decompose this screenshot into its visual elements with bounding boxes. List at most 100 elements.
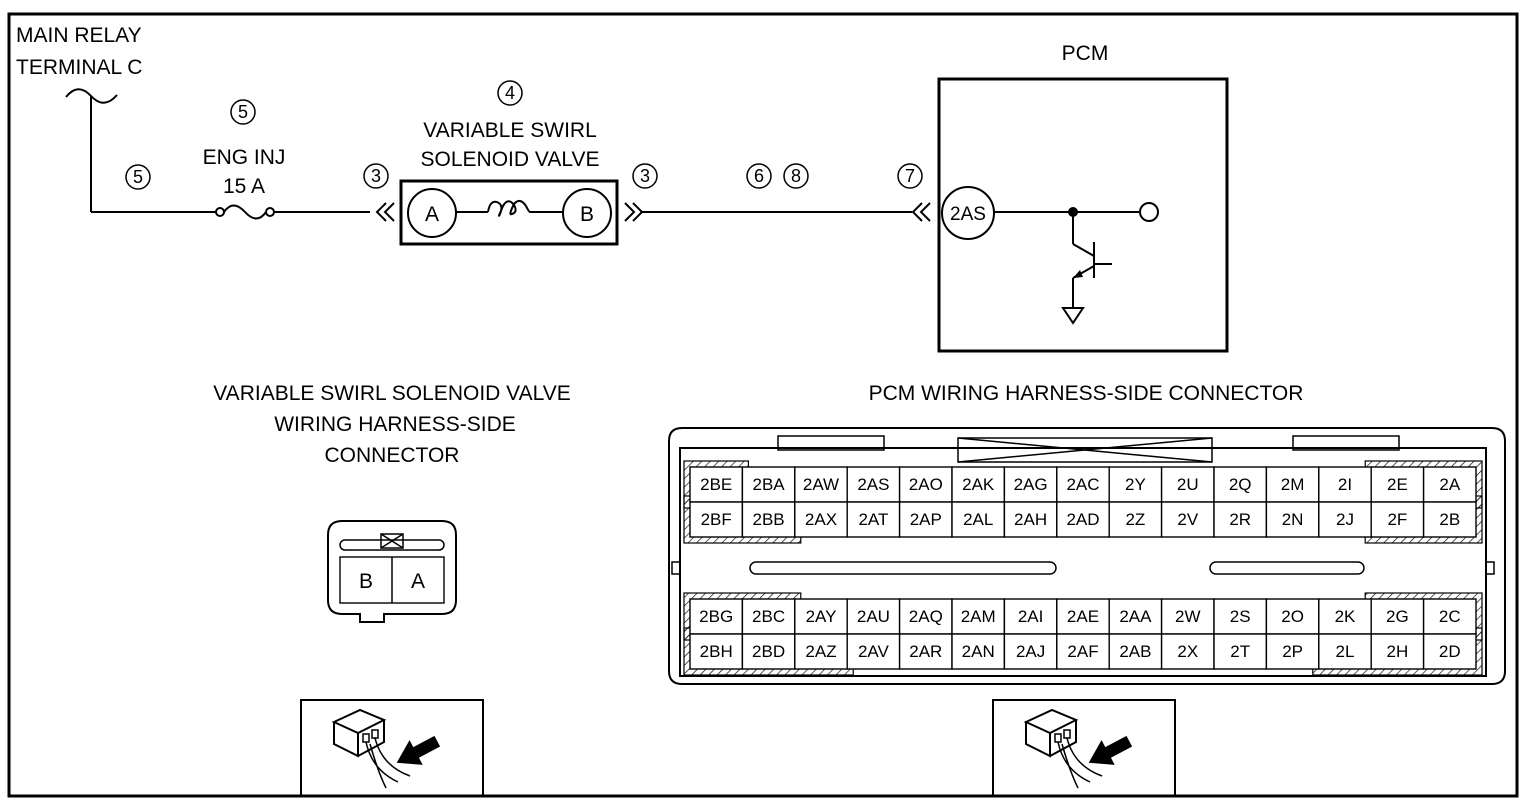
pcm-pin-cell: 2AK — [951, 466, 1006, 503]
pcm-pin-label: 2AA — [1119, 607, 1152, 626]
main-relay-label-line1: MAIN RELAY — [16, 24, 142, 47]
pcm-pin-label: 2K — [1335, 607, 1356, 626]
pcm-pin-cell: 2BA — [741, 466, 796, 503]
callout-8: 8 — [783, 163, 809, 189]
callout-6: 6 — [746, 163, 772, 189]
svg-text:3: 3 — [640, 166, 650, 186]
pcm-pin-cell: 2AL — [951, 501, 1006, 538]
right-connector-title: PCM WIRING HARNESS-SIDE CONNECTOR — [869, 382, 1304, 405]
callout-4: 4 — [497, 80, 523, 106]
pcm-pin-label: 2BD — [752, 642, 785, 661]
pcm-pin-label: 2AT — [858, 510, 888, 529]
pcm-pin-label: 2AG — [1014, 475, 1048, 494]
pcm-pin-cell: 2AM — [951, 598, 1006, 635]
svg-text:3: 3 — [371, 166, 381, 186]
svg-text:5: 5 — [133, 167, 143, 187]
pcm-pin-label: 2BB — [753, 510, 785, 529]
pcm-pin-label: 2AY — [806, 607, 837, 626]
pcm-pin-label: 2AP — [910, 510, 942, 529]
callout-5-fuse: 5 — [230, 99, 256, 125]
pcm-pin-label: 2W — [1175, 607, 1201, 626]
pcm-pin-cell: 2A — [1422, 466, 1477, 503]
pcm-pin-cell: 2AR — [898, 633, 953, 670]
pcm-pin-cell: 2C — [1422, 598, 1477, 635]
connector-chevron-left — [375, 202, 395, 222]
pcm-open-terminal — [1139, 202, 1159, 222]
pcm-pin-label: 2AW — [803, 475, 839, 494]
callout-3-left: 3 — [363, 163, 389, 189]
pcm-pin-label: 2I — [1338, 475, 1352, 494]
connector-chevron-pcm — [911, 202, 931, 222]
pcm-pin-cell: 2AJ — [1003, 633, 1058, 670]
pcm-pin-cell: 2AH — [1003, 501, 1058, 538]
pcm-pin-cell: 2AE — [1056, 598, 1110, 635]
svg-text:4: 4 — [505, 83, 515, 103]
pcm-pin-label: 2AB — [1119, 642, 1151, 661]
pcm-pin-label: 2BF — [701, 510, 732, 529]
pcm-pin-cell: 2AB — [1108, 633, 1163, 670]
pcm-pin-label: 2N — [1282, 510, 1304, 529]
pcm-pin-cell: 2M — [1265, 466, 1320, 503]
pcm-pin-label: 2R — [1229, 510, 1251, 529]
pcm-pin-label: 2AO — [909, 475, 943, 494]
pcm-pin-cell: 2AC — [1056, 466, 1110, 503]
pcm-pin-cell: 2X — [1160, 633, 1215, 670]
pcm-pin-cell: 2BD — [741, 633, 796, 670]
outer-frame — [7, 12, 1519, 798]
pcm-pin-cell: 2V — [1160, 501, 1215, 538]
pcm-pin-label: 2BE — [700, 475, 732, 494]
pcm-pin-cell: 2AD — [1056, 501, 1110, 538]
pcm-pin-label: 2F — [1387, 510, 1407, 529]
main-relay-label-line2: TERMINAL C — [16, 56, 142, 79]
pcm-pin-label: 2B — [1439, 510, 1460, 529]
pcm-pin-cell: 2AX — [794, 501, 848, 538]
pcm-pin-cell: 2AW — [794, 466, 848, 503]
pcm-pin-cell: 2P — [1265, 633, 1320, 670]
fuse-label-line1: ENG INJ — [203, 146, 286, 169]
pcm-pin-cell: 2E — [1370, 466, 1425, 503]
pcm-pin-label: 2Q — [1229, 475, 1252, 494]
pcm-pin-cell: 2BE — [689, 466, 744, 503]
svg-text:A: A — [425, 203, 439, 226]
pcm-pin-cell: 2BB — [741, 501, 796, 538]
pcm-pin-label: 2AQ — [909, 607, 943, 626]
pcm-pin-cell: 2Q — [1213, 466, 1268, 503]
connector-view-icon-left — [300, 699, 484, 797]
valve-label-line2: SOLENOID VALVE — [421, 148, 600, 171]
pcm-pin-cell: 2G — [1370, 598, 1425, 635]
pcm-pin-label: 2D — [1439, 642, 1461, 661]
pcm-pin-label: 2A — [1439, 475, 1460, 494]
pcm-pin-label: 2P — [1282, 642, 1303, 661]
pcm-pin-cell: 2BC — [741, 598, 796, 635]
pcm-pin-cell: 2W — [1160, 598, 1215, 635]
pcm-pin-cell: 2H — [1370, 633, 1425, 670]
left-connector-title-line1: VARIABLE SWIRL SOLENOID VALVE — [213, 382, 571, 405]
pcm-pin-label: 2X — [1177, 642, 1198, 661]
pcm-pin-cell: 2N — [1265, 501, 1320, 538]
valve-conn-pin-b: B — [359, 570, 373, 593]
pcm-pin-cell: 2AV — [846, 633, 901, 670]
pcm-pin-label: 2M — [1281, 475, 1305, 494]
pcm-pin-label: 2U — [1177, 475, 1199, 494]
pcm-pin-cell: 2D — [1422, 633, 1477, 670]
valve-conn-pin-a: A — [411, 570, 425, 593]
pcm-pin-cell: 2AA — [1108, 598, 1163, 635]
pcm-pin-label: 2H — [1387, 642, 1409, 661]
connector-view-icon-right — [992, 699, 1176, 797]
pcm-pin-label: 2O — [1281, 607, 1304, 626]
svg-text:2AS: 2AS — [950, 204, 986, 225]
pcm-pin-label: 2AF — [1067, 642, 1098, 661]
svg-text:5: 5 — [238, 102, 248, 122]
pcm-pin-label: 2AZ — [805, 642, 836, 661]
valve-pin-b: B — [562, 188, 612, 238]
pcm-pin-label: 2AK — [962, 475, 995, 494]
valve-box — [399, 179, 619, 246]
pcm-pin-cell: 2AT — [846, 501, 901, 538]
pcm-pin-label: 2J — [1336, 510, 1354, 529]
pcm-pin-cell: 2Y — [1108, 466, 1163, 503]
pcm-pin-label: 2AE — [1067, 607, 1099, 626]
fuse-symbol — [215, 204, 275, 220]
pcm-pin-cell: 2J — [1318, 501, 1372, 538]
